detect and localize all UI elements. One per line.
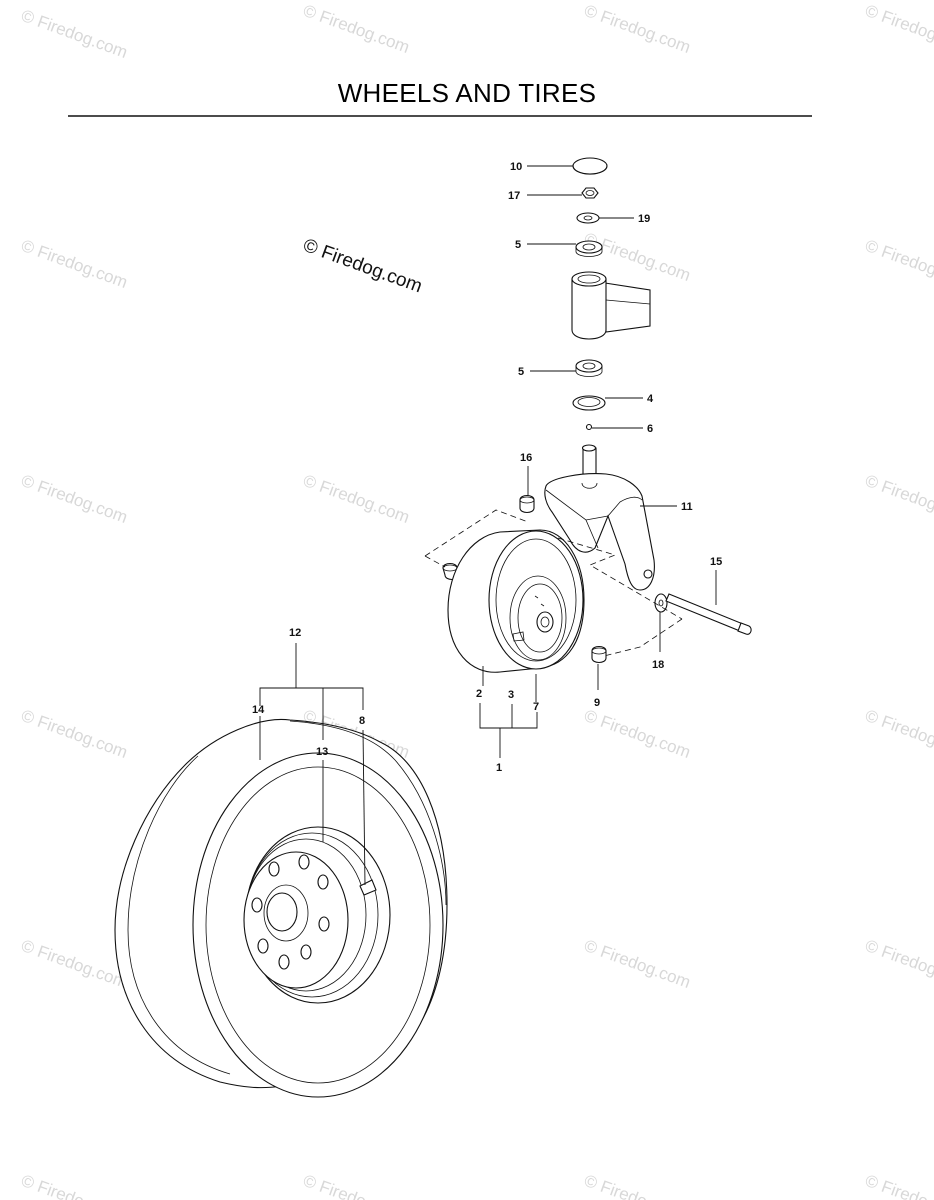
large-tire <box>114 718 448 1098</box>
callout-3: 3 <box>508 689 514 701</box>
watermark-tile: © Firedog.com <box>19 936 130 992</box>
watermark-tile: © Firedog.com <box>301 1 412 57</box>
callout-15: 15 <box>710 556 722 568</box>
callout-14: 14 <box>252 704 265 716</box>
callout-11: 11 <box>681 501 693 513</box>
callout-18: 18 <box>652 659 664 671</box>
watermark-tile: © Firedog.com <box>19 6 130 62</box>
watermark-tile: © Firedog.com <box>863 936 934 992</box>
callout-6: 6 <box>647 423 653 435</box>
watermark-tile: © Firedog.com <box>863 1 934 57</box>
callout-2: 2 <box>476 688 482 700</box>
callouts: 10 17 19 5 5 4 6 16 11 15 18 9 2 3 7 1 1… <box>252 161 722 774</box>
callout-16: 16 <box>520 452 532 464</box>
watermark-tile: © Firedog.com <box>19 706 130 762</box>
watermark-tile: © Firedog.com <box>582 936 693 992</box>
callout-5-upper: 5 <box>515 239 521 251</box>
watermark-tile: © Firedog.com <box>19 1171 130 1200</box>
watermark-main: © Firedog.com <box>300 235 425 297</box>
callout-10: 10 <box>510 161 522 173</box>
watermark-tile: © Firedog.com <box>863 471 934 527</box>
watermark-tile: © Firedog.com <box>582 1 693 57</box>
callout-17: 17 <box>508 190 520 202</box>
callout-5-lower: 5 <box>518 366 524 378</box>
watermark-tile: © Firedog.com <box>301 1171 412 1200</box>
watermark-tile: © Firedog.com <box>582 1171 693 1200</box>
watermark-tile: © Firedog.com <box>301 471 412 527</box>
callout-8: 8 <box>359 715 365 727</box>
watermark-tile: © Firedog.com <box>19 236 130 292</box>
callout-12: 12 <box>289 627 301 639</box>
callout-4: 4 <box>647 393 654 405</box>
watermark-tile: © Firedog.com <box>863 236 934 292</box>
watermark-tile: © Firedog.com <box>863 1171 934 1200</box>
watermark-tile: © Firedog.com <box>19 471 130 527</box>
caster-assembly <box>424 157 752 673</box>
callout-13: 13 <box>316 746 328 758</box>
callout-9: 9 <box>594 697 600 709</box>
callout-19: 19 <box>638 213 650 225</box>
watermark-tile: © Firedog.com <box>863 706 934 762</box>
callout-1: 1 <box>496 762 502 774</box>
page-title: WHEELS AND TIRES <box>337 78 597 108</box>
leader-lines <box>259 165 717 886</box>
callout-7: 7 <box>533 701 539 713</box>
watermark-tile: © Firedog.com <box>582 706 693 762</box>
